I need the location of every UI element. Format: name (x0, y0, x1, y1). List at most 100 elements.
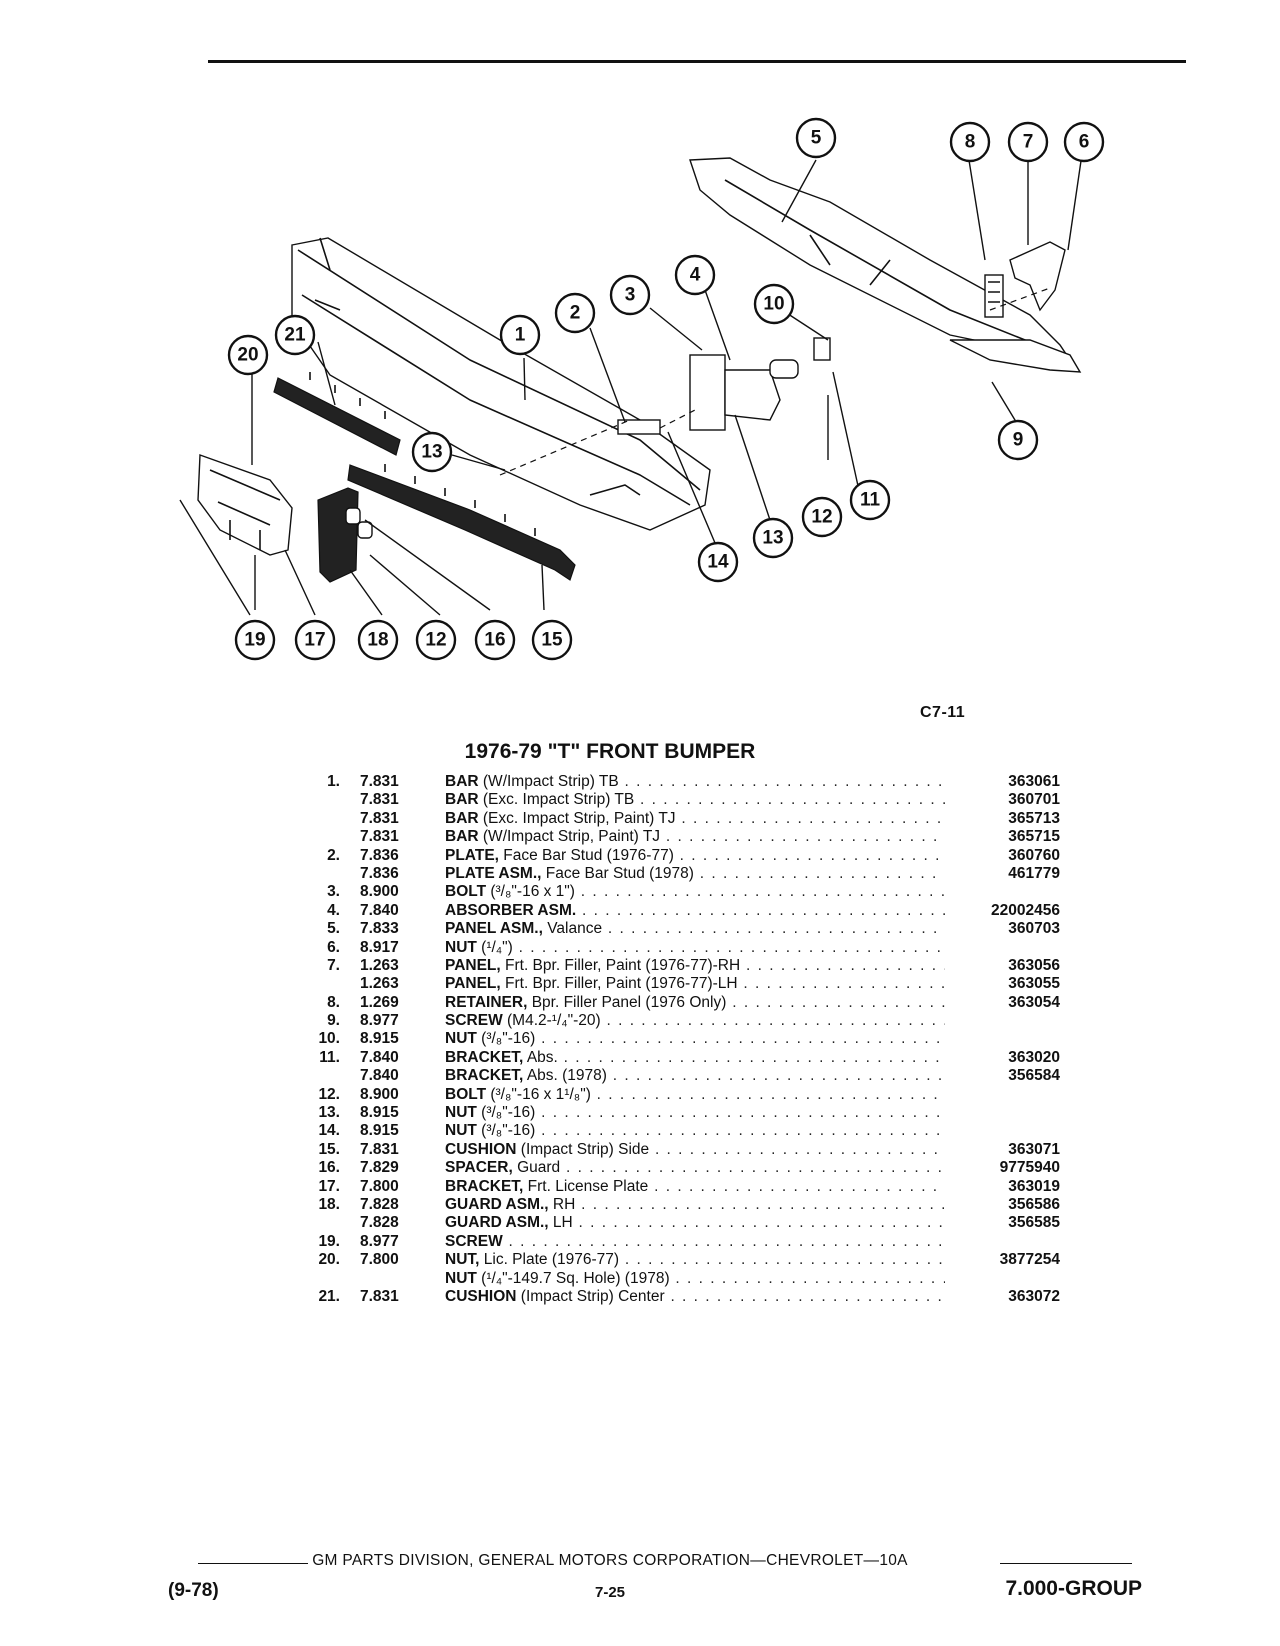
item-number: 17. (318, 1177, 340, 1195)
item-number: 1. (327, 773, 340, 790)
part-detail: (³/₈"-16 x 1¹/₈") (486, 1085, 591, 1103)
group-number: 7.828 (360, 1195, 399, 1213)
svg-text:6: 6 (1079, 132, 1090, 153)
part-number: 363019 (1008, 1177, 1060, 1195)
part-description: BRACKET, Abs. (1978) . . . . . . . . . .… (445, 1067, 945, 1085)
page-title: 1976-79 "T" FRONT BUMPER (464, 740, 756, 763)
group-number: 7.831 (360, 1140, 399, 1158)
item-number: 21. (318, 1287, 340, 1305)
parts-row: 18. 7.828 GUARD ASM., RH . . . . . . . . .… (300, 1196, 1060, 1214)
part-description: BOLT (³/₈"-16 x 1¹/₈") . . . . . . . . .… (445, 1086, 945, 1104)
part-description: BAR (Exc. Impact Strip) TB . . . . . . .… (445, 791, 945, 809)
part-name: CUSHION (445, 1287, 517, 1305)
item-number: 16. (318, 1159, 340, 1177)
part-description: BRACKET, Frt. License Plate . . . . . . … (445, 1178, 945, 1196)
part-name: PANEL ASM., (445, 920, 543, 938)
item-number: 4. (327, 901, 340, 919)
group-number: 7.840 (360, 901, 399, 919)
svg-text:18: 18 (367, 630, 388, 651)
group-number: 7.828 (360, 1214, 399, 1232)
item-number: 15. (318, 1140, 340, 1158)
exploded-parts-diagram: 5 8 7 6 4 3 10 2 1 21 20 9 13 11 12 13 1… (170, 110, 1190, 690)
leader-dots: . . . . . . . . . . . . . . . . . . . . … (675, 1269, 945, 1287)
part-number: 365715 (1008, 828, 1060, 846)
leader-dots: . . . . . . . . . . . . . . . . . . . . … (679, 846, 945, 864)
part-name: BAR (445, 828, 479, 846)
group-number: 7.800 (360, 1177, 399, 1195)
bumper-guard-drawing (317, 487, 373, 583)
part-description: NUT (³/₈"-16) . . . . . . . . . . . . . … (445, 1030, 945, 1048)
part-name: BAR (445, 773, 479, 790)
parts-row: NUT (¹/₄"-149.7 Sq. Hole) (1978) . . . .… (300, 1270, 1060, 1288)
part-name: RETAINER, (445, 993, 528, 1011)
group-number: 7.833 (360, 920, 399, 938)
svg-text:2: 2 (570, 303, 581, 324)
part-description: GUARD ASM., RH . . . . . . . . . . . . .… (445, 1196, 945, 1214)
leader-dots: . . . . . . . . . . . . . . . . . . . . … (681, 809, 945, 827)
filler-panel-drawing (984, 241, 1066, 318)
leader-dots: . . . . . . . . . . . . . . . . . . . . … (665, 828, 945, 846)
part-detail: Face Bar Stud (1978) (541, 864, 694, 882)
group-number: 1.263 (360, 956, 399, 974)
svg-text:14: 14 (707, 552, 729, 573)
part-name: BOLT (445, 883, 487, 901)
part-name: NUT, (445, 1251, 480, 1269)
callout-12a: 12 (415, 619, 457, 661)
leader-dots: . . . . . . . . . . . . . . . . . . . . … (732, 993, 945, 1011)
part-description: PANEL, Frt. Bpr. Filler, Paint (1976-77)… (445, 957, 945, 975)
group-number: 8.917 (360, 938, 399, 956)
group-number: 7.831 (360, 773, 399, 790)
part-description: NUT (¹/₄") . . . . . . . . . . . . . . .… (445, 939, 945, 957)
callout-4: 4 (674, 254, 716, 296)
part-description: SCREW . . . . . . . . . . . . . . . . . … (445, 1233, 945, 1251)
svg-text:7: 7 (1023, 132, 1034, 153)
part-detail: Lic. Plate (1976-77) (479, 1251, 620, 1269)
part-detail: (Impact Strip) Side (516, 1140, 650, 1158)
part-name: SPACER, (445, 1159, 513, 1177)
parts-list: 1. 7.831 BAR (W/Impact Strip) TB . . . . .… (300, 773, 1060, 1306)
item-number: 12. (318, 1085, 340, 1103)
item-number: 18. (318, 1195, 340, 1213)
parts-row: 17. 7.800 BRACKET, Frt. License Plate . . … (300, 1178, 1060, 1196)
leader-dots: . . . . . . . . . . . . . . . . . . . . … (596, 1085, 945, 1103)
item-number: 5. (327, 920, 340, 938)
item-number: 11. (319, 1048, 340, 1066)
part-number: 356584 (1008, 1067, 1060, 1085)
callout-15: 15 (531, 619, 573, 661)
svg-text:13: 13 (762, 528, 783, 549)
part-description: NUT (¹/₄"-149.7 Sq. Hole) (1978) . . . .… (445, 1270, 945, 1288)
callout-20: 20 (227, 334, 269, 376)
footer-rule-left (198, 1563, 328, 1564)
part-detail: Bpr. Filler Panel (1976 Only) (527, 993, 727, 1011)
leader-dots: . . . . . . . . . . . . . . . . . . . . … (541, 1104, 945, 1122)
part-number: 363071 (1008, 1140, 1060, 1158)
part-description: BAR (W/Impact Strip) TB . . . . . . . . … (445, 773, 945, 791)
license-bracket-drawing (197, 454, 293, 556)
svg-text:11: 11 (860, 490, 881, 511)
callout-9: 9 (997, 419, 1039, 461)
leader-dots: . . . . . . . . . . . . . . . . . . . . … (612, 1067, 945, 1085)
leader-dots: . . . . . . . . . . . . . . . . . . . . … (670, 1287, 945, 1305)
part-name: BRACKET, (445, 1048, 524, 1066)
part-detail: Frt. Bpr. Filler, Paint (1976-77)-RH (500, 956, 741, 974)
part-number: 360701 (1008, 791, 1060, 809)
part-detail: (³/₈"-16) (476, 1030, 536, 1048)
leader-dots: . . . . . . . . . . . . . . . . . . . . … (541, 1030, 945, 1048)
figure-code: C7-11 (920, 704, 966, 721)
group-number: 1.269 (360, 993, 399, 1011)
footer-group: 7.000-GROUP (1005, 1577, 1142, 1600)
part-number: 22002456 (991, 901, 1060, 919)
svg-text:4: 4 (690, 265, 701, 286)
part-number: 363055 (1008, 975, 1060, 993)
part-name: NUT (445, 938, 477, 956)
